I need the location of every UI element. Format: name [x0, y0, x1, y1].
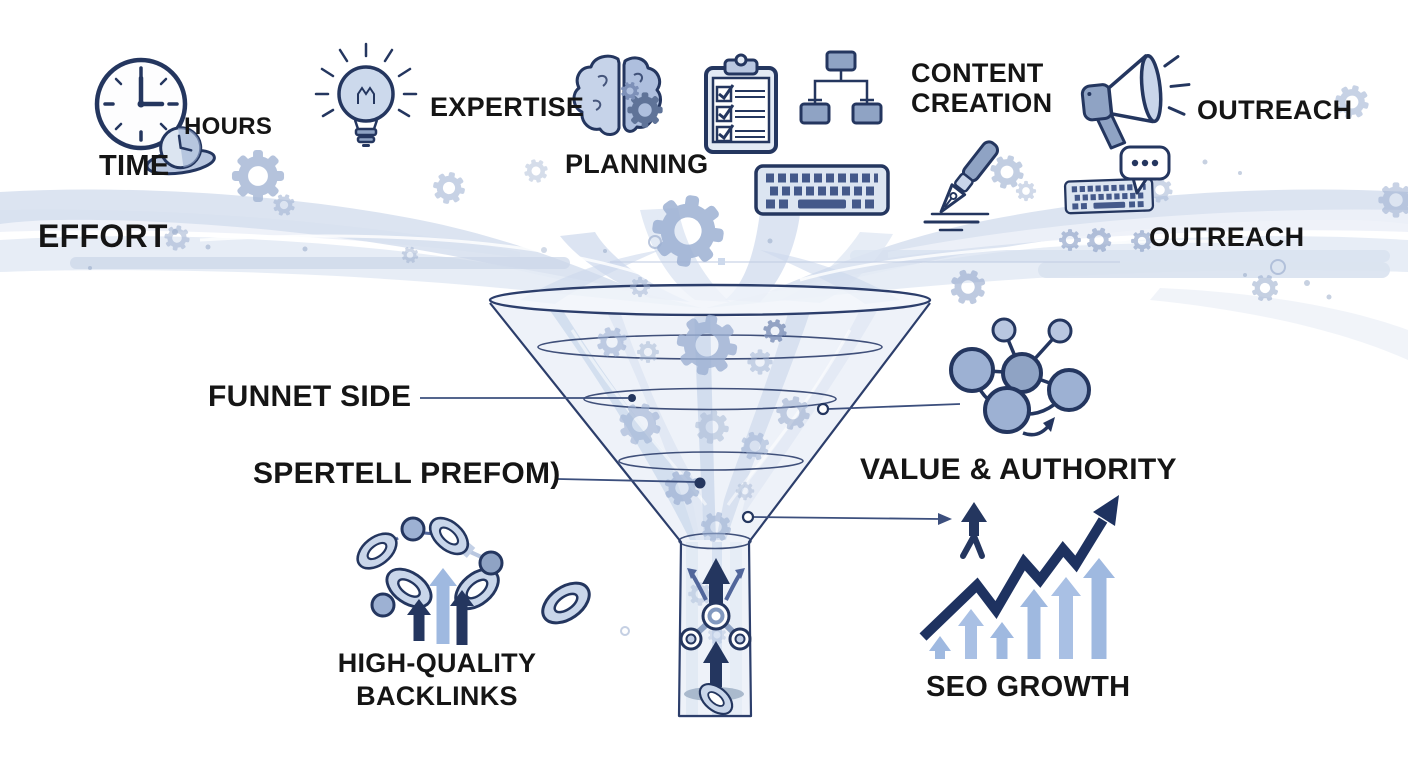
- label-value-authority: VALUE & AUTHORITY: [860, 453, 1177, 486]
- growth-chart-icon: [919, 495, 1119, 659]
- chat-bubble-icon: [1119, 145, 1171, 195]
- funnel-stem-icons: [679, 558, 752, 721]
- connector-lines: [420, 394, 961, 525]
- stopwatch-icon: [145, 126, 216, 176]
- decorative-dots: [88, 159, 1332, 636]
- label-content-creation-line2: CREATION: [911, 88, 1053, 119]
- label-planning: PLANNING: [565, 149, 709, 179]
- keyboard-icon-left: [756, 166, 888, 214]
- label-seo-growth: SEO GROWTH: [926, 671, 1131, 703]
- funnel-outline: [489, 302, 931, 718]
- clipboard-checklist-icon: [704, 53, 778, 154]
- label-funnel-side: FUNNET SIDE: [208, 380, 412, 413]
- person-arrow-icon: [960, 502, 987, 559]
- label-expertise: EXPERTISE: [430, 92, 585, 122]
- clock-icon: [94, 57, 216, 176]
- label-outreach-mid: OUTREACH: [1149, 222, 1305, 252]
- label-funnel-bottom: SPERTELL PREFOM): [253, 457, 561, 490]
- label-hours: HOURS: [184, 113, 273, 140]
- sitemap-icon: [799, 50, 883, 125]
- lightbulb-icon: [314, 42, 418, 147]
- funnel-ring: [583, 387, 837, 411]
- label-backlinks-line2: BACKLINKS: [356, 681, 518, 711]
- pen-icon: [923, 140, 999, 232]
- network-graph-icon: [949, 317, 1091, 437]
- funnel-ring: [618, 451, 804, 471]
- label-outreach-top: OUTREACH: [1197, 95, 1353, 125]
- label-backlinks-line1: HIGH-QUALITY: [337, 648, 537, 678]
- label-effort: EFFORT: [38, 218, 168, 254]
- brain-gear-icon: [572, 54, 663, 136]
- label-content-creation-line1: CONTENT: [911, 58, 1044, 88]
- label-time: TIME: [99, 150, 170, 182]
- megaphone-icon: [1080, 53, 1191, 150]
- backlinks-cluster-icon: [349, 509, 598, 645]
- label-content-creation: CONTENT CREATION: [911, 58, 1052, 118]
